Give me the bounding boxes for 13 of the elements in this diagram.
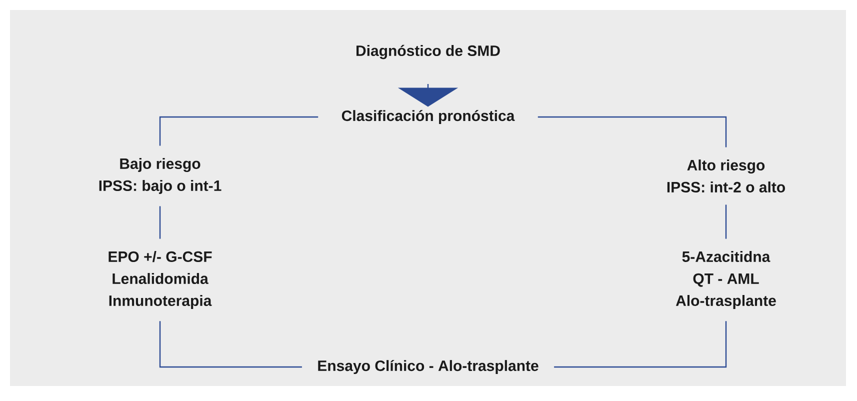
label-text: Clasificación pronóstica: [342, 110, 515, 124]
connector-line: [159, 206, 161, 239]
connector-line: [159, 116, 318, 146]
connector-line: [538, 116, 727, 148]
label-text: 5-Azacitidna QT - AML Alo-trasplante: [676, 251, 776, 309]
connector-line: [159, 321, 302, 368]
label-text: Ensayo Clínico - Alo-trasplante: [318, 360, 538, 374]
label-text: EPO +/- G-CSF Lenalidomida Inmunoterapia: [108, 251, 212, 309]
connector-line: [725, 204, 727, 239]
label-text: Alto riesgo IPSS: int-2 o alto: [667, 159, 785, 192]
label-text: Diagnóstico de SMD: [356, 44, 500, 60]
label-text: Bajo riesgo IPSS: bajo o int-1: [99, 158, 222, 194]
connector-line: [554, 321, 727, 368]
